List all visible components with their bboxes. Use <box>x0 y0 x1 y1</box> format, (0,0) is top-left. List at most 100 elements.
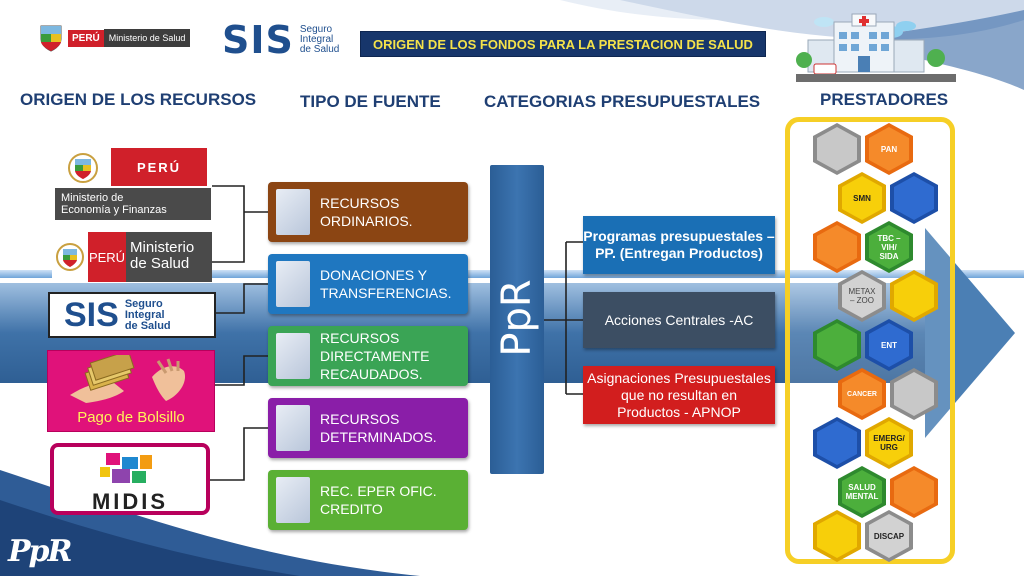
minsa-peru-label: PERÚ <box>88 232 126 282</box>
hex-yellow <box>813 510 861 562</box>
peru-shield-icon <box>52 232 88 282</box>
sis-tagline: Seguro Integral de Salud <box>300 25 339 55</box>
sis-logo-tag-3: de Salud <box>124 319 171 332</box>
hex-discap-label: DISCAP <box>869 514 909 558</box>
hex-emerg-line: EMERG/ <box>873 434 905 443</box>
sis-logo-wordmark: SIS <box>64 295 119 334</box>
source-swatch <box>276 405 310 451</box>
category-line: PP. (Entregan Productos) <box>595 245 763 261</box>
hex-smn: SMN <box>838 172 886 224</box>
minsa-line-2: de Salud <box>130 255 190 272</box>
mef-name: Ministerio de Economía y Finanzas <box>55 188 211 220</box>
ppr-label: PpR <box>494 279 540 357</box>
hospital-illustration-icon <box>796 13 956 82</box>
source-line: TRANSFERENCIAS. <box>320 285 452 301</box>
hex-blue <box>890 172 938 224</box>
sis-tag-1: Seguro <box>299 24 333 35</box>
source-recursos-directamente-recaudados: RECURSOS DIRECTAMENTE RECAUDADOS. <box>268 326 468 386</box>
source-line: RECURSOS <box>320 330 400 346</box>
source-line: DONACIONES Y <box>320 267 428 283</box>
hex-tbc-label: TBC –VIH/SIDA <box>869 225 909 269</box>
heading-prestadores: PRESTADORES <box>820 90 949 109</box>
hex-tbc-line: SIDA <box>879 251 899 261</box>
sis-logo-tagline: Seguro Integral de Salud <box>124 297 171 332</box>
heading-tipo: TIPO DE FUENTE <box>300 92 441 111</box>
midis-logo: MIDIS <box>50 443 210 515</box>
source-line: DIRECTAMENTE <box>320 348 430 364</box>
footer-ppr-logo: PpR <box>8 534 72 569</box>
hex-smn-label: SMN <box>842 176 882 220</box>
sis-logo-tag-1: Seguro <box>124 297 163 310</box>
flow-arrow-tip <box>925 228 1015 438</box>
mef-line-2: Economía y Finanzas <box>61 204 167 216</box>
source-swatch <box>276 477 310 523</box>
hex-metax-line: – ZOO <box>849 296 874 305</box>
hex-emerg: EMERG/URG <box>865 417 913 469</box>
source-label: RECURSOS DETERMINADOS. <box>320 410 437 446</box>
source-line: DETERMINADOS. <box>320 429 437 445</box>
mef-peru-label: PERÚ <box>111 148 207 186</box>
category-acciones-centrales: Acciones Centrales -AC <box>583 292 775 348</box>
midis-wordmark: MIDIS <box>91 489 169 514</box>
source-recursos-determinados: RECURSOS DETERMINADOS. <box>268 398 468 458</box>
hex-cancer-label: CANCER <box>842 372 882 416</box>
sis-tag-2: Integral <box>299 34 334 45</box>
source-swatch <box>276 189 310 235</box>
source-line: RECAUDADOS. <box>320 366 423 382</box>
source-label: RECURSOS ORDINARIOS. <box>320 194 413 230</box>
money-hands-icon <box>70 355 186 403</box>
minsa-line-1: Ministerio <box>130 239 195 256</box>
hex-metax-label: METAX– ZOO <box>842 274 882 318</box>
hex-pan: PAN <box>865 123 913 175</box>
source-label: REC. EPER OFIC. CREDITO <box>320 482 437 518</box>
peru-shield-icon <box>55 148 111 188</box>
ppr-column: PpR <box>490 165 544 474</box>
page-title: ORIGEN DE LOS FONDOS PARA LA PRESTACION … <box>360 31 766 57</box>
source-swatch <box>276 261 310 307</box>
source-label: DONACIONES Y TRANSFERENCIAS. <box>320 266 451 302</box>
hex-grey <box>813 123 861 175</box>
sis-logo: SIS Seguro Integral de Salud <box>48 292 216 338</box>
hex-emerg-line: URG <box>880 443 898 452</box>
category-programas-presupuestales: Programas presupuestales – PP. (Entregan… <box>583 216 775 274</box>
hex-tbc-line: VIH/ <box>881 242 897 252</box>
source-donaciones-transferencias: DONACIONES Y TRANSFERENCIAS. <box>268 254 468 314</box>
peru-minsa-header-logo: PERÚ Ministerio de Salud <box>38 22 196 54</box>
midis-mosaic-icon <box>100 453 152 483</box>
ministerio-label: Ministerio de Salud <box>103 29 191 47</box>
category-line: Acciones Centrales -AC <box>604 311 754 328</box>
hex-metax-line: METAX <box>848 287 876 296</box>
minsa-logo: PERÚ Ministerio de Salud <box>52 232 212 282</box>
pago-bolsillo-card: Pago de Bolsillo <box>47 350 215 432</box>
sis-tag-3: de Salud <box>299 44 340 55</box>
minsa-name: Ministerio de Salud <box>126 232 212 282</box>
peru-label: PERÚ <box>68 29 104 47</box>
source-line: CREDITO <box>320 501 383 517</box>
source-label: RECURSOS DIRECTAMENTE RECAUDADOS. <box>320 329 429 383</box>
mef-logo: PERÚ Ministerio de Economía y Finanzas <box>55 148 211 224</box>
hex-tbc-line: TBC – <box>877 233 901 243</box>
sis-header-logo: SIS Seguro Integral de Salud <box>222 18 339 62</box>
hex-ent-label: ENT <box>869 323 909 367</box>
hex-emerg-label: EMERG/URG <box>869 421 909 465</box>
source-line: RECURSOS <box>320 411 400 427</box>
hex-discap: DISCAP <box>865 510 913 562</box>
source-line: RECURSOS <box>320 195 400 211</box>
sis-wordmark: SIS <box>222 18 294 62</box>
mef-line-1: Ministerio de <box>61 192 124 204</box>
category-apnop: Asignaciones Presupuestales que no resul… <box>583 366 775 424</box>
source-line: REC. EPER OFIC. <box>320 483 437 499</box>
hex-salud-line: SALUD <box>848 483 876 492</box>
heading-categorias: CATEGORIAS PRESUPUESTALES <box>484 92 761 111</box>
category-line: Productos - APNOP <box>617 403 741 420</box>
category-line: Asignaciones Presupuestales <box>587 369 771 386</box>
source-rec-eper-credito: REC. EPER OFIC. CREDITO <box>268 470 468 530</box>
source-recursos-ordinarios: RECURSOS ORDINARIOS. <box>268 182 468 242</box>
peru-shield-icon <box>40 25 62 52</box>
source-line: ORDINARIOS. <box>320 213 413 229</box>
hex-salud-line: MENTAL <box>845 492 879 501</box>
category-line: Programas presupuestales – <box>583 228 775 244</box>
